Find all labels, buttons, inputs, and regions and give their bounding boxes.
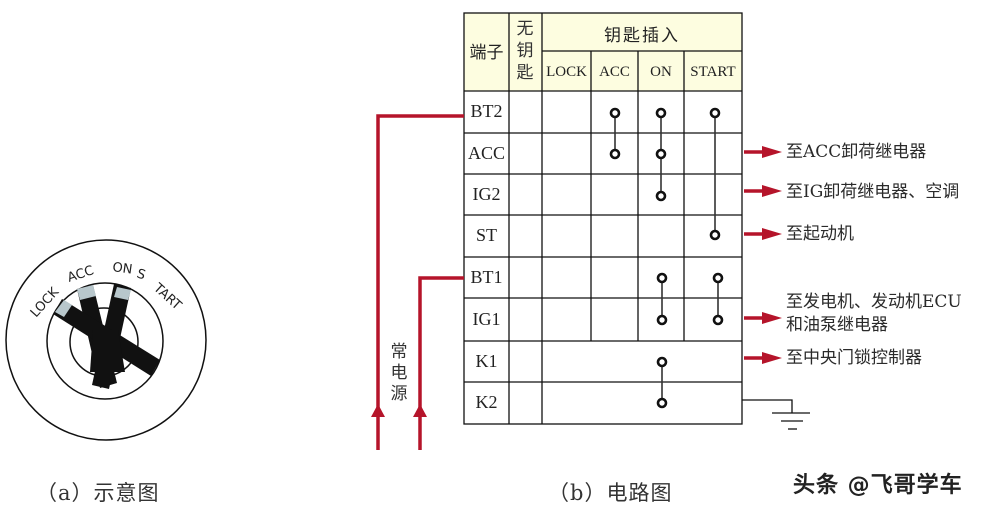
output-starter: 至起动机 <box>786 224 854 244</box>
header-pos-acc: ACC <box>599 64 630 80</box>
header-pos-lock: LOCK <box>546 64 587 80</box>
label-acc: ACC <box>66 263 96 286</box>
power-source-label: 常电源 <box>390 342 408 404</box>
terminal-k2: K2 <box>475 392 498 412</box>
header-key-inserted: 钥匙插入 <box>604 26 680 45</box>
contact-nodes <box>609 107 724 409</box>
inner-ring <box>46 282 164 400</box>
up-arrow-icon <box>371 404 385 417</box>
ignition-switch-illustration: LOCK ACC ON S TART <box>5 239 207 441</box>
right-arrow-icon <box>762 185 782 197</box>
header-pos-on: ON <box>650 64 672 80</box>
label-tart: TART <box>150 280 184 313</box>
header-no-key: 无钥匙 <box>516 19 534 83</box>
circuit-table-grid <box>463 12 743 425</box>
caption-a: （a）示意图 <box>36 481 160 505</box>
label-s: S <box>135 267 147 284</box>
power-wires <box>376 114 464 450</box>
terminal-ig1: IG1 <box>472 309 501 329</box>
output-alternator-ecu-line2: 和油泵继电器 <box>786 315 888 335</box>
right-arrow-icon <box>762 228 782 240</box>
right-arrow-icon <box>762 146 782 158</box>
output-acc-relay: 至ACC卸荷继电器 <box>786 142 927 162</box>
terminal-k1: K1 <box>475 351 498 371</box>
ground-icon <box>742 399 810 430</box>
wire-bt2 <box>376 114 464 450</box>
watermark: 头条 @飞哥学车 <box>793 473 963 498</box>
right-arrow-icon <box>762 312 782 324</box>
header-terminal: 端子 <box>469 43 504 62</box>
terminal-bt2: BT2 <box>470 101 503 121</box>
terminal-acc: ACC <box>467 143 505 163</box>
switch-connections <box>614 113 719 403</box>
output-door-lock: 至中央门锁控制器 <box>786 348 922 368</box>
caption-b: （b）电路图 <box>548 481 673 505</box>
label-on: ON <box>111 260 133 278</box>
outer-ring <box>5 239 207 441</box>
output-ig-relay-ac: 至IG卸荷继电器、空调 <box>786 182 960 202</box>
table-header-bg <box>464 13 742 91</box>
output-alternator-ecu-line1: 至发电机、发动机ECU <box>786 292 962 312</box>
header-pos-start: START <box>690 64 736 80</box>
key-blades-icon <box>53 284 160 389</box>
power-arrows <box>371 404 427 417</box>
terminal-ig2: IG2 <box>472 184 501 204</box>
right-arrow-icon <box>762 352 782 364</box>
terminal-bt1: BT1 <box>470 267 503 287</box>
wire-bt1 <box>418 276 464 450</box>
output-arrows <box>744 146 782 364</box>
terminal-st: ST <box>475 225 497 245</box>
up-arrow-icon <box>413 404 427 417</box>
position-labels: LOCK ACC ON S TART <box>28 260 184 321</box>
